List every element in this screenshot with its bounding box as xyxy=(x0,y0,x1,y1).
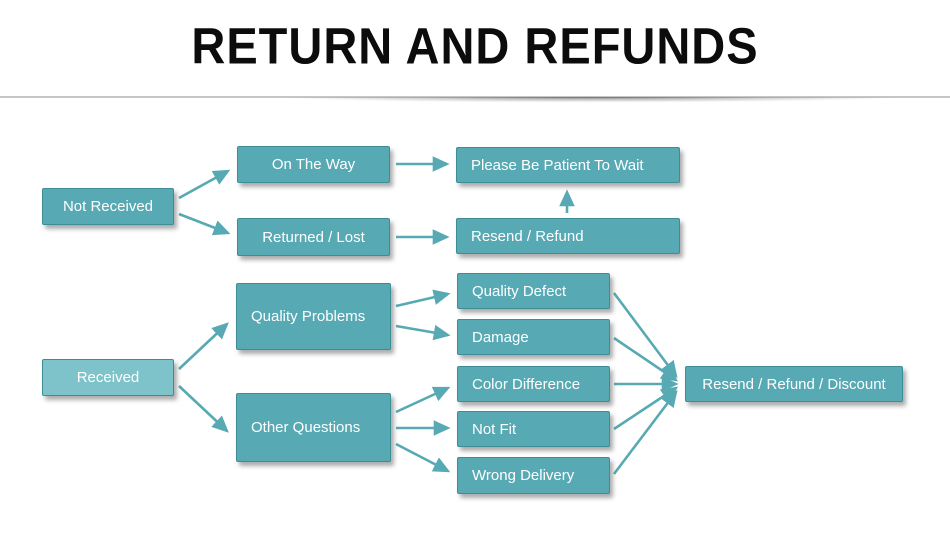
page-title: RETURN AND REFUNDS xyxy=(191,16,759,75)
arrow-not-fit-to-resend-refund-discount xyxy=(613,386,679,431)
arrow-not-received-to-on-the-way xyxy=(178,169,231,200)
node-damage: Damage xyxy=(457,319,610,355)
node-resend-refund-discount: Resend / Refund / Discount xyxy=(685,366,903,402)
node-wrong-delivery: Wrong Delivery xyxy=(457,457,610,494)
arrow-wrong-delivery-to-resend-refund-discount xyxy=(612,389,678,475)
node-returned-lost: Returned / Lost xyxy=(237,218,390,256)
node-resend-refund: Resend / Refund xyxy=(456,218,680,254)
arrow-damage-to-resend-refund-discount xyxy=(613,336,679,382)
arrow-quality-defect-to-resend-refund-discount xyxy=(612,292,678,379)
node-on-the-way: On The Way xyxy=(237,146,390,183)
node-quality-defect: Quality Defect xyxy=(457,273,610,309)
node-quality-problems: Quality Problems xyxy=(236,283,391,350)
node-not-fit: Not Fit xyxy=(457,411,610,447)
node-other-questions: Other Questions xyxy=(236,393,391,462)
node-received: Received xyxy=(42,359,174,396)
node-color-difference: Color Difference xyxy=(457,366,610,402)
arrow-not-received-to-returned-lost xyxy=(178,212,231,236)
arrow-quality-problems-to-damage xyxy=(395,324,451,341)
arrow-other-questions-to-color-difference xyxy=(395,386,451,414)
title-divider-shadow xyxy=(230,97,950,104)
node-please-be-patient: Please Be Patient To Wait xyxy=(456,147,680,183)
arrow-quality-problems-to-quality-defect xyxy=(395,289,451,308)
arrow-other-questions-to-wrong-delivery xyxy=(395,442,451,473)
node-not-received: Not Received xyxy=(42,188,174,225)
arrow-received-to-other-questions xyxy=(178,385,229,433)
arrow-received-to-quality-problems xyxy=(178,322,229,370)
